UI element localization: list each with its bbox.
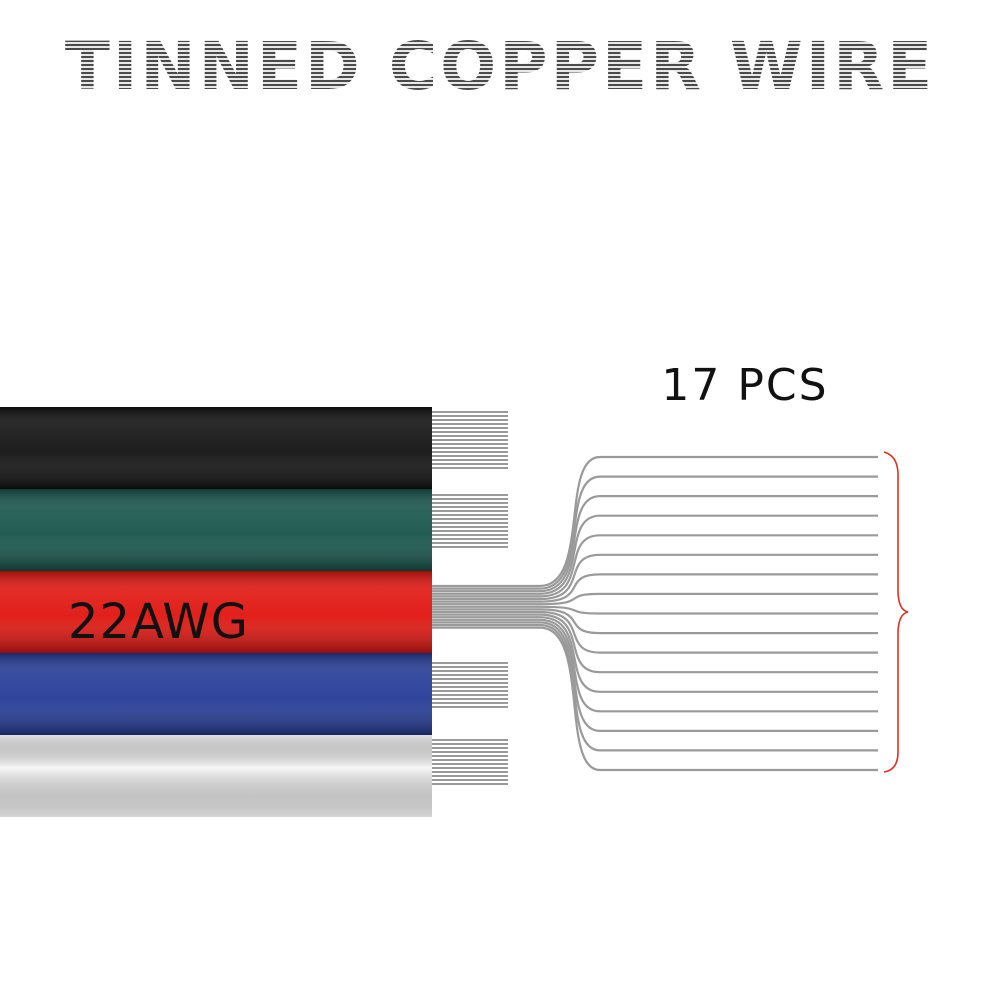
strand-11 [432, 610, 878, 654]
wire-blue [0, 653, 432, 735]
wire-red [0, 571, 432, 653]
wire-shade-green [0, 489, 432, 571]
strand-6 [432, 553, 878, 601]
strand-9 [432, 605, 878, 615]
gauge-label: 22AWG [68, 594, 249, 650]
strand-8 [432, 592, 878, 606]
strand-4 [432, 514, 878, 595]
strand-3 [432, 495, 878, 593]
title: TINNED COPPER WIRE [0, 28, 1000, 105]
strand-7 [432, 573, 878, 603]
strand-10 [432, 608, 878, 635]
strand-13 [432, 616, 878, 693]
wire-shade-black [0, 407, 432, 489]
wire-green [0, 489, 432, 571]
wire-shade-red [0, 571, 432, 653]
strand-14 [432, 618, 878, 713]
strand-12 [432, 613, 878, 674]
strand-count-label: 17 PCS [661, 360, 829, 411]
strand-1 [432, 455, 878, 588]
wire-white [0, 735, 432, 817]
strand-stub-white [432, 739, 508, 785]
strand-17 [432, 626, 878, 772]
strand-stub-blue [432, 662, 508, 708]
strand-16 [432, 623, 878, 752]
wire-shade-white [0, 735, 432, 817]
strand-stub-green [432, 494, 508, 548]
wire-black [0, 407, 432, 489]
strand-stub-black [432, 411, 508, 469]
strand-2 [432, 475, 878, 590]
curly-bracket [883, 451, 909, 773]
strand-5 [432, 534, 878, 598]
wire-shade-blue [0, 653, 432, 735]
strand-15 [432, 621, 878, 732]
